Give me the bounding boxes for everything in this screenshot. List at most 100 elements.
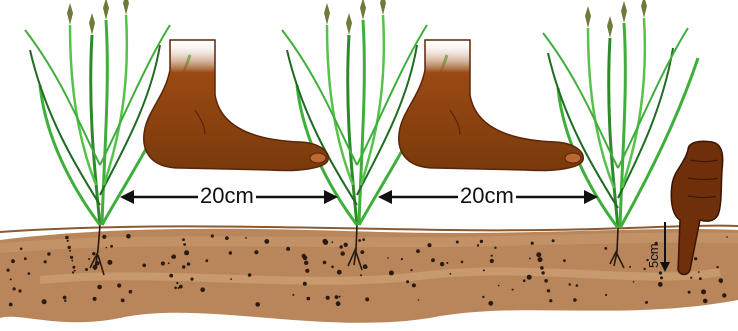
soil-speck bbox=[440, 262, 444, 266]
soil-speck bbox=[701, 289, 706, 294]
soil-speck bbox=[477, 244, 479, 246]
soil-speck bbox=[538, 257, 543, 262]
soil-speck bbox=[431, 258, 435, 262]
soil-speck bbox=[92, 252, 95, 255]
soil-speck bbox=[129, 290, 133, 294]
soil-speck bbox=[254, 250, 258, 254]
soil-speck bbox=[64, 300, 66, 302]
soil-speck bbox=[74, 270, 76, 272]
soil-speck bbox=[364, 265, 368, 269]
soil-speck bbox=[229, 251, 232, 254]
soil-speck bbox=[117, 283, 121, 287]
soil-speck bbox=[604, 247, 607, 250]
soil-speck bbox=[552, 239, 555, 242]
soil-speck bbox=[303, 282, 307, 286]
spacing-label-2: 20cm bbox=[458, 184, 516, 208]
soil-speck bbox=[11, 259, 15, 263]
soil-speck bbox=[716, 266, 718, 268]
soil-speck bbox=[483, 269, 485, 271]
soil-speck bbox=[536, 252, 541, 257]
soil-speck bbox=[341, 251, 345, 255]
soil-speck bbox=[322, 239, 327, 244]
soil-speck bbox=[703, 299, 708, 304]
soil-speck bbox=[65, 236, 69, 240]
soil-speck bbox=[304, 261, 308, 265]
soil-speck bbox=[44, 260, 47, 263]
soil-speck bbox=[365, 297, 369, 301]
depth-label: 5cm bbox=[646, 243, 661, 268]
soil-speck bbox=[182, 265, 185, 268]
soil-speck bbox=[264, 239, 269, 244]
soil-speck bbox=[722, 293, 726, 297]
soil-speck bbox=[529, 258, 531, 260]
spacing-label-1: 20cm bbox=[198, 184, 256, 208]
foot-2 bbox=[399, 40, 583, 171]
soil-speck bbox=[482, 296, 484, 298]
soil-speck bbox=[184, 250, 189, 255]
soil-speck bbox=[171, 256, 174, 259]
soil-speck bbox=[69, 250, 71, 252]
soil-speck bbox=[161, 262, 165, 266]
soil-speck bbox=[174, 287, 177, 290]
soil-speck bbox=[358, 239, 361, 242]
soil-speck bbox=[18, 289, 21, 292]
soil-speck bbox=[168, 262, 170, 264]
soil-speck bbox=[326, 296, 330, 300]
soil-speck bbox=[387, 257, 389, 259]
soil-speck bbox=[690, 277, 692, 279]
soil-speck bbox=[190, 278, 193, 281]
soil-speck bbox=[362, 238, 365, 241]
soil-speck bbox=[491, 255, 493, 257]
soil-speck bbox=[71, 260, 73, 262]
soil-speck bbox=[427, 243, 431, 247]
soil-speck bbox=[93, 297, 97, 301]
soil-speck bbox=[446, 262, 448, 264]
soil-speck bbox=[658, 282, 663, 287]
soil-speck bbox=[230, 278, 232, 280]
soil-speck bbox=[699, 277, 702, 280]
soil-speck bbox=[286, 247, 290, 251]
soil-speck bbox=[698, 271, 700, 273]
soil-speck bbox=[10, 278, 12, 280]
soil-speck bbox=[85, 268, 88, 271]
soil-speck bbox=[331, 241, 333, 243]
soil-speck bbox=[102, 235, 106, 239]
soil-speck bbox=[573, 298, 577, 302]
soil-speck bbox=[211, 234, 214, 237]
soil-speck bbox=[121, 299, 125, 303]
soil-speck bbox=[416, 249, 420, 253]
soil-speck bbox=[67, 240, 69, 242]
soil-speck bbox=[9, 303, 13, 307]
soil-speck bbox=[225, 236, 229, 240]
soil-speck bbox=[531, 242, 534, 245]
soil-speck bbox=[107, 260, 112, 265]
soil-speck bbox=[47, 252, 50, 255]
soil-speck bbox=[106, 247, 108, 249]
soil-speck bbox=[88, 258, 90, 260]
soil-speck bbox=[205, 259, 208, 262]
soil-speck bbox=[200, 287, 205, 292]
soil-speck bbox=[688, 291, 691, 294]
soil-speck bbox=[540, 266, 544, 270]
soil-speck bbox=[7, 269, 10, 272]
soil-speck bbox=[576, 284, 579, 287]
soil-speck bbox=[24, 257, 27, 260]
soil-speck bbox=[68, 246, 71, 249]
soil-speck bbox=[660, 276, 663, 279]
soil-speck bbox=[179, 285, 183, 289]
soil-speck bbox=[303, 256, 308, 261]
soil-speck bbox=[659, 271, 662, 274]
soil-speck bbox=[183, 243, 186, 246]
soil-speck bbox=[544, 279, 548, 283]
soil-speck bbox=[412, 283, 416, 287]
soil-speck bbox=[245, 237, 247, 239]
soil-speck bbox=[142, 264, 146, 268]
soil-speck bbox=[182, 238, 185, 241]
soil-speck bbox=[523, 279, 526, 282]
soil-speck bbox=[20, 248, 23, 251]
soil-speck bbox=[726, 236, 728, 238]
soil-speck bbox=[360, 274, 362, 276]
soil-speck bbox=[456, 241, 459, 244]
